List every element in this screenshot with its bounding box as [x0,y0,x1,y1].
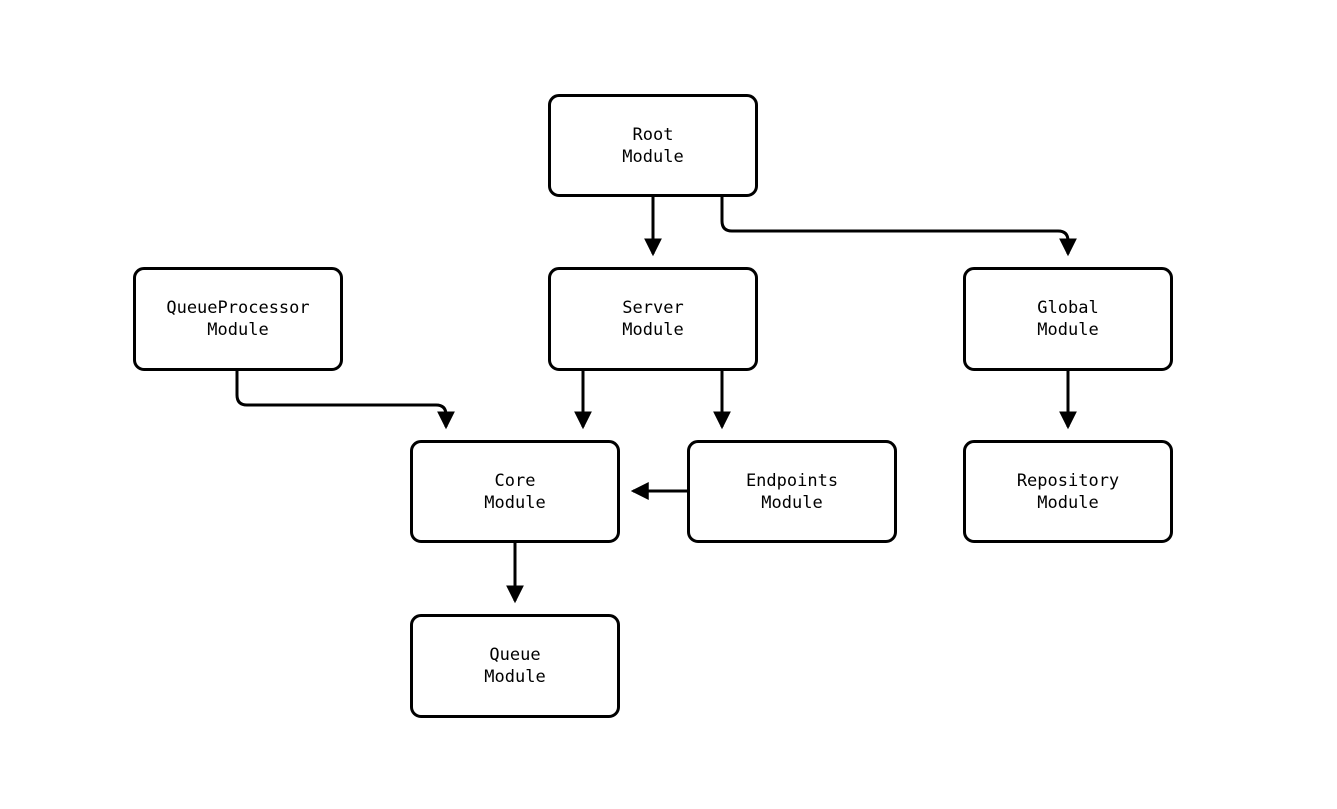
node-server-label: Server Module [622,298,684,340]
node-root-label: Root Module [622,124,684,167]
node-queue[interactable]: Queue Module [410,614,620,718]
edge-queueprocessor-core [235,371,455,430]
node-server[interactable]: Server Module [548,267,758,371]
node-global-label: Global Module [1037,298,1099,340]
node-queue-label: Queue Module [484,645,546,687]
node-root[interactable]: Root Module [548,94,758,197]
node-queueprocessor-label: QueueProcessor Module [166,298,310,340]
node-global[interactable]: Global Module [963,267,1173,371]
node-core-label: Core Module [484,470,546,513]
node-endpoints-label: Endpoints Module [745,470,839,513]
node-core[interactable]: Core Module [410,440,620,543]
node-queueprocessor[interactable]: QueueProcessor Module [133,267,343,371]
node-endpoints[interactable]: Endpoints Module [687,440,897,543]
node-repository-label: Repository Module [1016,470,1120,513]
node-repository[interactable]: Repository Module [963,440,1173,543]
edge-root-global [720,197,1077,257]
